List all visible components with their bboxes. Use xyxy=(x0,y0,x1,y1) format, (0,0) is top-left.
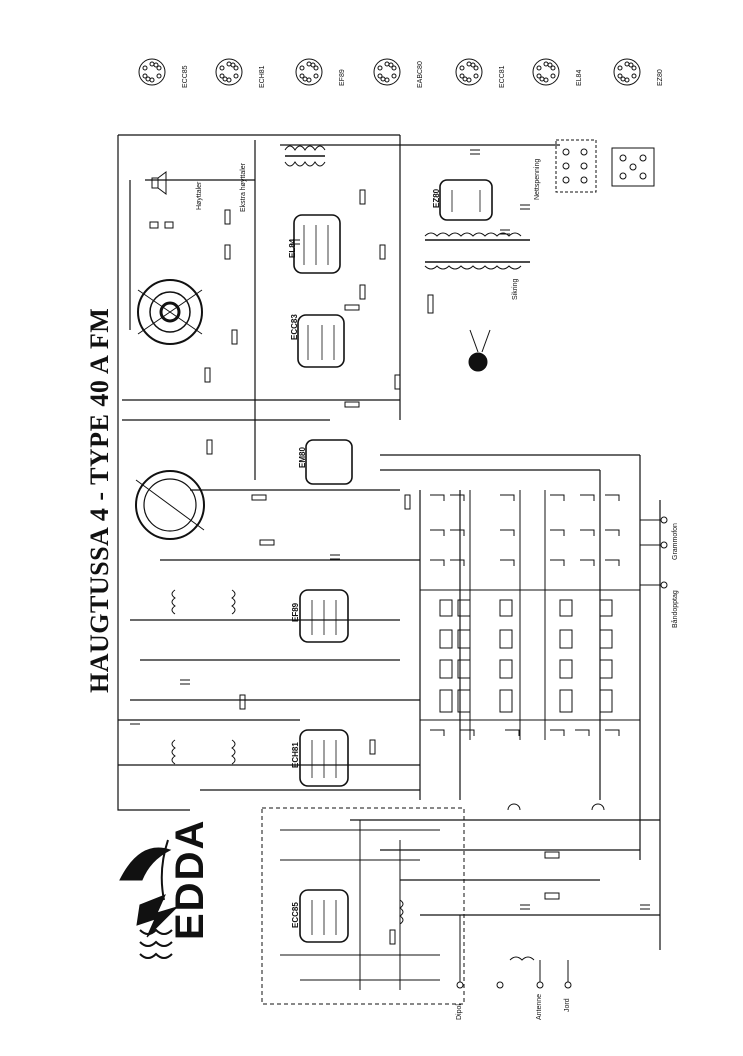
tube-label: ECC85 xyxy=(291,902,300,928)
passive-components xyxy=(130,149,650,945)
edda-logo xyxy=(119,839,178,959)
misc-label: Sikring xyxy=(512,278,519,300)
frame-wiring xyxy=(117,134,661,950)
terminal-label: Båndopptag xyxy=(672,590,679,628)
misc-label: Ekstra høyttaler xyxy=(240,162,247,212)
socket-label: EF89 xyxy=(339,69,346,86)
transformers xyxy=(171,145,535,961)
rotary-switches xyxy=(135,279,205,540)
misc-label: Nettspenning xyxy=(534,158,541,200)
fm-tuner-box xyxy=(261,807,465,1005)
band-switch-matrix xyxy=(420,490,640,740)
terminal-label: Dipol xyxy=(456,1004,463,1020)
tube-label: ECC83 xyxy=(290,314,299,340)
terminals xyxy=(456,516,668,989)
tubes xyxy=(293,179,493,943)
tube-label: ECH81 xyxy=(291,742,300,768)
terminal-label: Jord xyxy=(564,998,571,1012)
terminal-label: Antenne xyxy=(536,993,543,1020)
socket-label: EL84 xyxy=(576,69,583,86)
socket-label: EZ80 xyxy=(657,69,664,86)
terminal-label: Grammofon xyxy=(672,523,679,560)
socket-label: ECC81 xyxy=(499,65,506,88)
speaker-symbols xyxy=(149,171,491,372)
socket-label: ECH81 xyxy=(259,65,266,88)
brand-logo-text: EDDA xyxy=(168,818,212,940)
schematic-title: HAUGTUSSA 4 - TYPE 40 A FM xyxy=(85,307,114,693)
tube-label: EM80 xyxy=(298,447,307,468)
misc-label: Høyttaler xyxy=(196,181,203,210)
tube-label: EF89 xyxy=(291,602,300,622)
voltage-selector xyxy=(555,139,655,193)
socket-label: ECC85 xyxy=(182,65,189,88)
tube-label: EZ80 xyxy=(432,188,441,208)
socket-label: EABC80 xyxy=(417,61,424,88)
socket-pinouts xyxy=(138,58,641,86)
tube-label: EL84 xyxy=(288,238,297,258)
